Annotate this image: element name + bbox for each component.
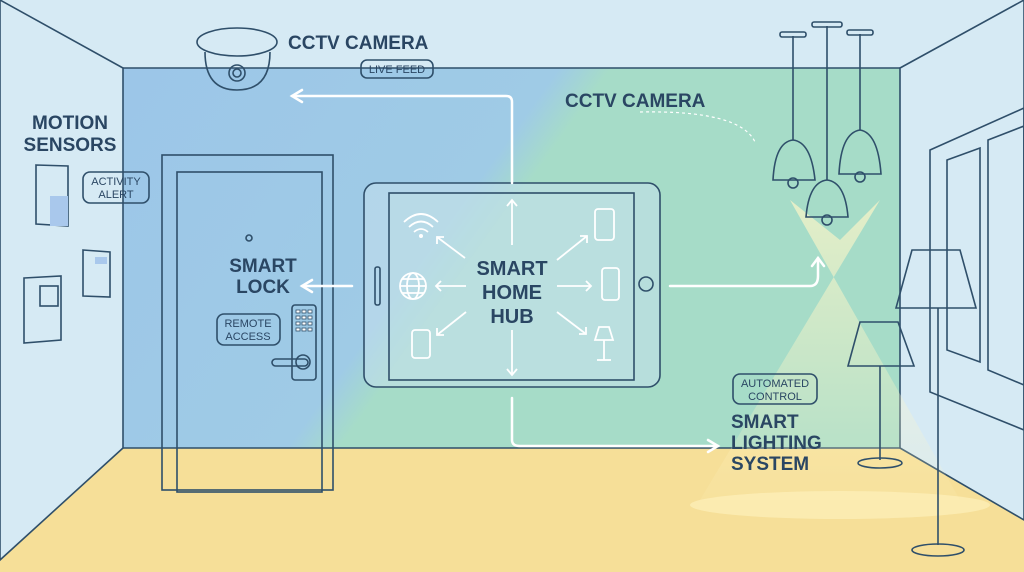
globe-icon [399, 272, 427, 300]
floor-lamp-icon [846, 249, 978, 557]
connection-arrows [289, 88, 826, 454]
smart-lighting-label-line2: LIGHTING [731, 433, 822, 454]
motion-sensors-label-line1: MOTION [32, 113, 108, 134]
wifi-icon [403, 213, 439, 238]
cctv-camera-icon [196, 27, 278, 91]
hub-label-line3: HUB [490, 306, 533, 328]
smart-lighting-label-line1: SMART [731, 412, 799, 433]
door [161, 154, 334, 493]
right-wall [899, 0, 1024, 521]
tablet-icon [594, 208, 615, 241]
remote-access-text-line1: REMOTE [224, 318, 271, 330]
phone-icon [411, 329, 431, 359]
light-beam [700, 200, 960, 500]
live-feed-text: LIVE FEED [369, 64, 425, 76]
smart-lock-label-line1: SMART [229, 256, 297, 277]
motion-sensor-icon [23, 164, 111, 344]
keypad-lock-icon[interactable] [271, 304, 317, 381]
smart-lighting-label-line3: SYSTEM [731, 454, 809, 475]
live-feed-tag: LIVE FEED [360, 59, 434, 79]
motion-sensors-label-line2: SENSORS [24, 135, 117, 156]
smart-lock-label-line2: LOCK [236, 277, 290, 298]
hub-label-line2: HOME [482, 282, 542, 304]
phone-icon [601, 267, 620, 301]
activity-alert-text-line2: ALERT [98, 189, 134, 201]
automated-control-tag: AUTOMATED CONTROL [732, 373, 818, 405]
automated-control-text-line2: CONTROL [748, 391, 802, 403]
activity-alert-text-line1: ACTIVITY [91, 176, 141, 188]
cctv-camera-label: CCTV CAMERA [288, 33, 429, 54]
lamp-icon [593, 326, 615, 361]
window [929, 107, 1024, 431]
hub-label-line1: SMART [476, 258, 547, 280]
cctv-camera-label-secondary: CCTV CAMERA [565, 91, 706, 112]
pendant-lamp-icon [772, 21, 882, 226]
automated-control-text-line1: AUTOMATED [741, 378, 809, 390]
activity-alert-tag: ACTIVITY ALERT [82, 171, 150, 204]
remote-access-text-line2: ACCESS [225, 331, 270, 343]
remote-access-tag: REMOTE ACCESS [216, 313, 281, 346]
hub-connections [434, 198, 593, 377]
